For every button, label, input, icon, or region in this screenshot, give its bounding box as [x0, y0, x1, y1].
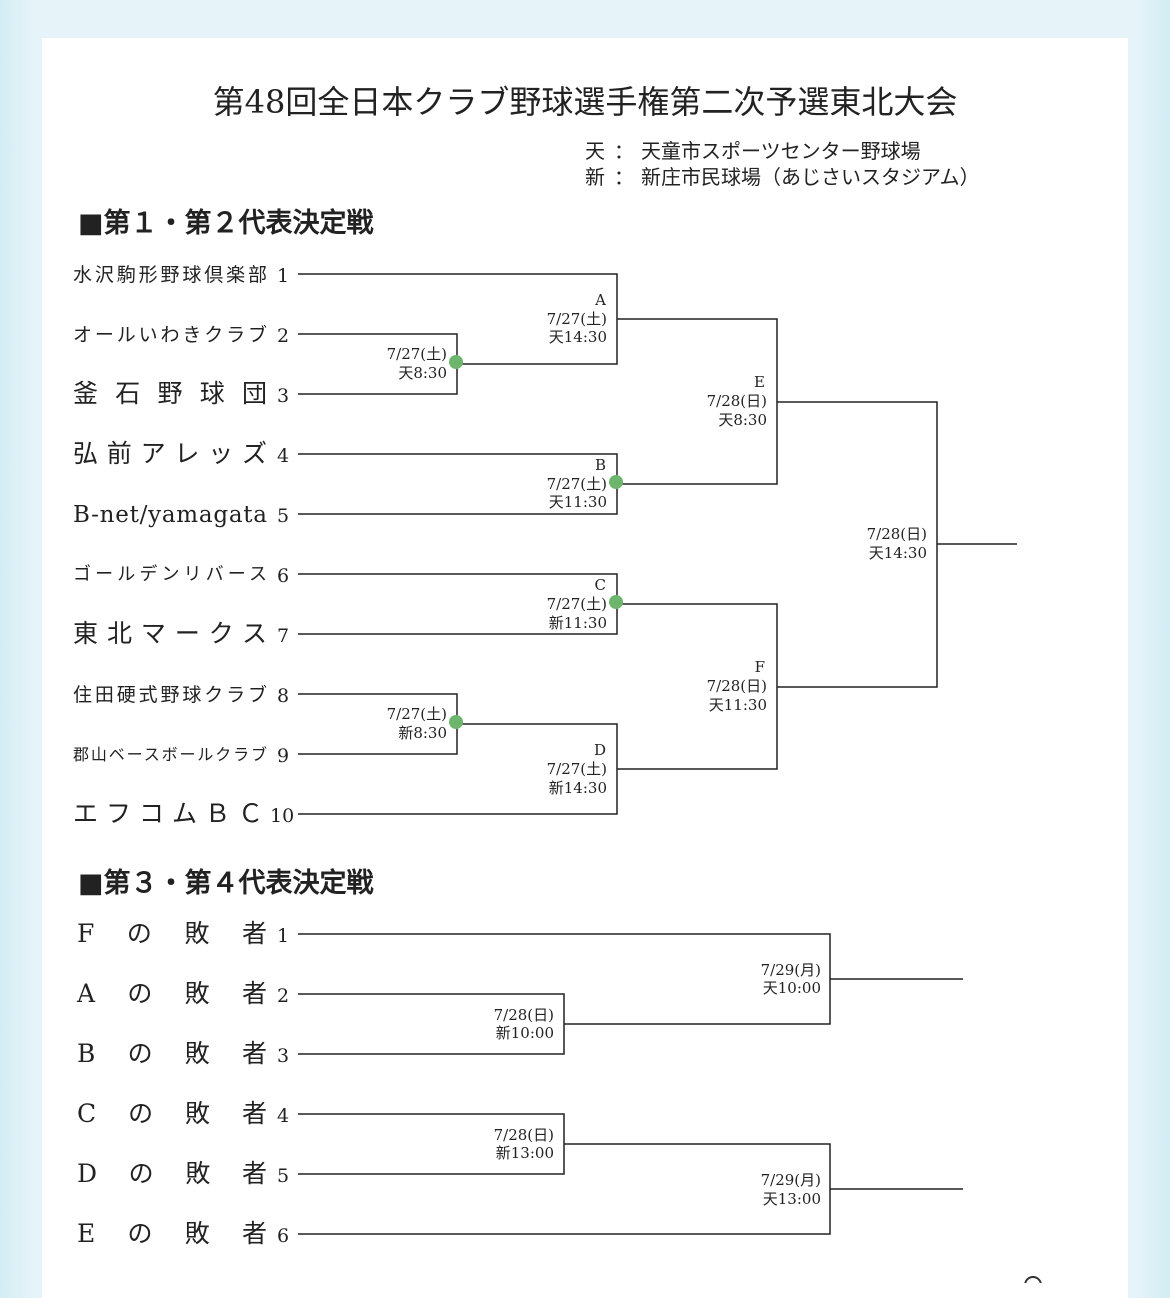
played-dot	[449, 715, 463, 729]
match-time: 天11:30	[709, 696, 767, 714]
venue-name: 天童市スポーツセンター野球場	[641, 139, 921, 163]
match-date: 7/28(日)	[867, 525, 927, 543]
match-time: 天11:30	[549, 493, 607, 511]
team-list: 水沢駒形野球倶楽部 オールいわきクラブ 釜石野球団 弘前アレッズ B-net/y…	[73, 264, 267, 828]
team-name: 弘前アレッズ	[73, 439, 267, 468]
section-heading: ■第１・第２代表決定戦	[78, 207, 374, 239]
match-time: 天10:00	[763, 979, 821, 997]
seed-number: 10	[270, 805, 294, 827]
team-name: エフコムＢＣ	[73, 799, 263, 828]
match-time: 新13:00	[496, 1144, 554, 1162]
match-id: F	[755, 658, 765, 676]
seed-number: 3	[277, 385, 289, 407]
match-date: 7/28(日)	[707, 677, 767, 695]
match-id: B	[595, 456, 606, 474]
seed-number: 4	[277, 1105, 289, 1127]
match-id: D	[594, 741, 606, 759]
team-name: 住田硬式野球クラブ	[73, 683, 267, 706]
match-date: 7/27(土)	[387, 345, 447, 363]
seed-number: 1	[277, 265, 289, 287]
venue-name: 新庄市民球場（あじさいスタジアム）	[641, 165, 980, 189]
seed-number: 4	[277, 445, 289, 467]
team-name: B-net/yamagata	[73, 502, 267, 528]
seed-number: 6	[277, 565, 289, 587]
match-labels: 7/27(土) 天8:30 A 7/27(土) 天14:30 B 7/27(土)…	[387, 291, 927, 797]
venue-legend: 天 ： 天童市スポーツセンター野球場 新 ： 新庄市民球場（あじさいスタジアム）	[585, 139, 980, 189]
venue-abbr: 天	[585, 139, 605, 163]
played-markers	[449, 355, 623, 729]
seed-number: 5	[277, 505, 289, 527]
match-date: 7/29(月)	[761, 1171, 821, 1189]
section-heading: ■第３・第４代表決定戦	[78, 867, 374, 899]
match-id: C	[595, 576, 606, 594]
match-date: 7/28(日)	[707, 392, 767, 410]
scroll-indicator-icon[interactable]	[1024, 1276, 1042, 1283]
match-date: 7/27(土)	[547, 595, 607, 613]
played-dot	[609, 475, 623, 489]
team-name: Eの敗者	[77, 1219, 267, 1248]
team-name: Cの敗者	[77, 1099, 267, 1128]
seed-number: 7	[277, 625, 289, 647]
match-date: 7/27(土)	[547, 760, 607, 778]
seed-number: 1	[277, 925, 289, 947]
seed-number: 5	[277, 1165, 289, 1187]
seed-numbers: 1 2 3 4 5 6	[277, 925, 289, 1247]
venue-abbr: 新	[585, 165, 605, 189]
match-date: 7/27(土)	[387, 705, 447, 723]
played-dot	[449, 355, 463, 369]
team-name: ゴールデンリバース	[73, 564, 267, 585]
match-time: 新10:00	[496, 1024, 554, 1042]
match-time: 天13:00	[763, 1190, 821, 1208]
match-time: 新11:30	[549, 614, 607, 632]
team-name: Bの敗者	[77, 1039, 267, 1068]
match-date: 7/27(土)	[547, 310, 607, 328]
team-name: Dの敗者	[77, 1159, 267, 1188]
match-id: A	[594, 291, 606, 309]
bracket-lines	[298, 933, 963, 1235]
match-time: 天14:30	[869, 544, 927, 562]
match-time: 新8:30	[398, 724, 447, 742]
team-name: Fの敗者	[77, 919, 267, 948]
bracket-panel	[42, 38, 1128, 1298]
match-time: 天8:30	[718, 411, 767, 429]
match-id: E	[754, 373, 765, 391]
team-list: Fの敗者 Aの敗者 Bの敗者 Cの敗者 Dの敗者 Eの敗者	[76, 919, 267, 1248]
page-title: 第48回全日本クラブ野球選手権第二次予選東北大会	[213, 83, 958, 121]
venue-sep: ：	[614, 165, 634, 189]
seed-number: 2	[277, 325, 289, 347]
played-dot	[609, 595, 623, 609]
seed-number: 6	[277, 1225, 289, 1247]
match-time: 新14:30	[549, 779, 607, 797]
team-name: 郡山ベースボールクラブ	[73, 745, 267, 764]
seed-number: 2	[277, 985, 289, 1007]
team-name: 東北マークス	[73, 619, 267, 648]
team-name: 釜石野球団	[73, 379, 267, 408]
seed-numbers: 1 2 3 4 5 6 7 8 9 10	[270, 265, 294, 827]
match-date: 7/27(土)	[547, 475, 607, 493]
seed-number: 9	[277, 745, 289, 767]
venue-sep: ：	[614, 139, 634, 163]
team-name: Aの敗者	[76, 979, 267, 1008]
match-time: 天8:30	[398, 364, 447, 382]
match-date: 7/28(日)	[494, 1126, 554, 1144]
match-time: 天14:30	[549, 328, 607, 346]
team-name: オールいわきクラブ	[73, 323, 267, 346]
match-labels: 7/28(日) 新10:00 7/29(月) 天10:00 7/28(日) 新1…	[494, 961, 821, 1208]
match-date: 7/28(日)	[494, 1006, 554, 1024]
seed-number: 3	[277, 1045, 289, 1067]
match-date: 7/29(月)	[761, 961, 821, 979]
seed-number: 8	[277, 685, 289, 707]
team-name: 水沢駒形野球倶楽部	[73, 264, 267, 286]
